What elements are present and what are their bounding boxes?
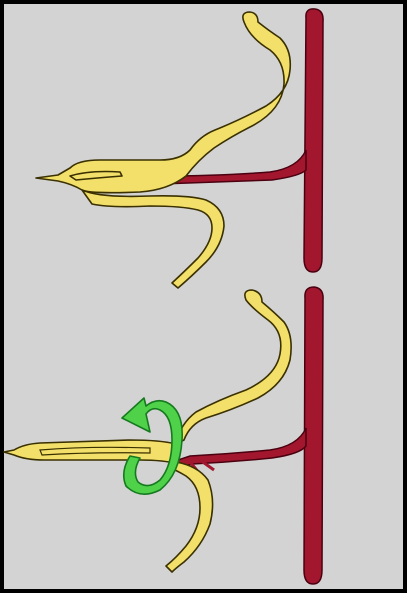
- aorta-vessel-top: [304, 9, 323, 272]
- aorta-vessel-bottom: [304, 287, 323, 584]
